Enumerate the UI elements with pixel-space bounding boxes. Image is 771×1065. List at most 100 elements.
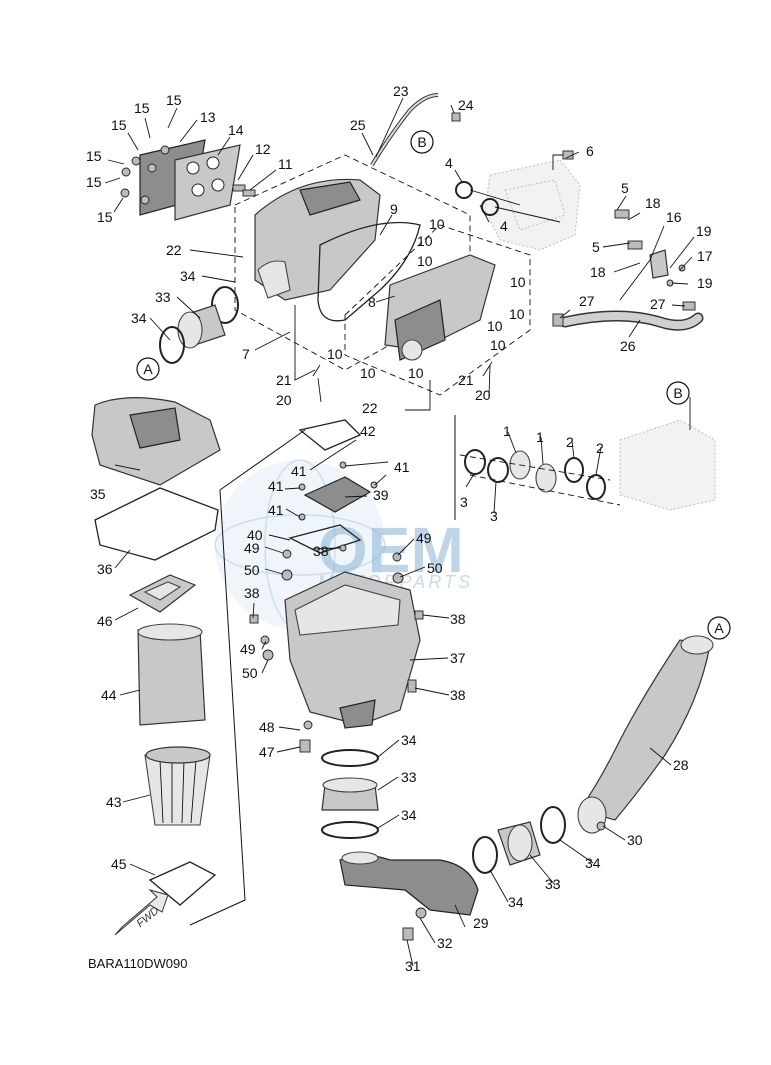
- gasket-40: [288, 524, 362, 554]
- callout-34-d: 34: [401, 807, 417, 823]
- callout-38-a: 38: [313, 543, 329, 559]
- pad-46: [128, 574, 197, 613]
- callout-18-b: 18: [590, 264, 606, 280]
- cage-43: [144, 746, 211, 826]
- lid-39: [303, 476, 372, 513]
- callout-18-a: 18: [645, 195, 661, 211]
- callout-10-a: 10: [429, 216, 445, 232]
- callout-13: 13: [200, 109, 216, 125]
- callout-4-b: 4: [500, 218, 508, 234]
- callout-10-f: 10: [487, 318, 503, 334]
- callout-27-b: 27: [650, 296, 666, 312]
- callout-15-e: 15: [86, 174, 102, 190]
- callout-37: 37: [450, 650, 466, 666]
- filter-44: [137, 623, 206, 726]
- callout-28: 28: [673, 757, 689, 773]
- fwd-arrow: FWD: [114, 889, 169, 936]
- svg-text:A: A: [714, 620, 724, 636]
- svg-text:B: B: [417, 134, 426, 150]
- callout-34-a: 34: [180, 268, 196, 284]
- callout-34-b: 34: [131, 310, 147, 326]
- callout-35: 35: [90, 486, 106, 502]
- pipe-23: [370, 93, 461, 167]
- callout-4-a: 4: [445, 155, 453, 171]
- engine-ghost-b: [619, 397, 716, 511]
- ref-a-lower: A: [707, 616, 731, 640]
- duct-29: [339, 851, 479, 916]
- callout-43: 43: [106, 794, 122, 810]
- callout-15-f: 15: [97, 209, 113, 225]
- callout-25: 25: [350, 117, 366, 133]
- callout-22-b: 22: [362, 400, 378, 416]
- diagram-code: BARA110DW090: [88, 956, 187, 971]
- callout-20-b: 20: [475, 387, 491, 403]
- callout-45: 45: [111, 856, 127, 872]
- callout-15-c: 15: [111, 117, 127, 133]
- bottom-bolts: [402, 907, 427, 941]
- callout-33-c: 33: [545, 876, 561, 892]
- callout-49-a: 49: [244, 540, 260, 556]
- ref-a-upper: A: [136, 357, 160, 381]
- callout-20-a: 20: [276, 392, 292, 408]
- callout-5-b: 5: [592, 239, 600, 255]
- callout-26: 26: [620, 338, 636, 354]
- callout-10-b: 10: [417, 233, 433, 249]
- callout-33-b: 33: [401, 769, 417, 785]
- callout-15-a: 15: [166, 92, 182, 108]
- callout-21-b: 21: [458, 372, 474, 388]
- callout-8: 8: [368, 294, 376, 310]
- callout-3-b: 3: [490, 508, 498, 524]
- callout-10-g: 10: [490, 337, 506, 353]
- callout-39: 39: [373, 487, 389, 503]
- engine-ghost-top: [484, 159, 581, 251]
- callout-24: 24: [458, 97, 474, 113]
- callout-41-c: 41: [268, 478, 284, 494]
- callout-23: 23: [393, 83, 409, 99]
- callout-34-c: 34: [401, 732, 417, 748]
- intake-gasket-9: [317, 221, 421, 322]
- callout-10-e: 10: [509, 306, 525, 322]
- bolts-center: [249, 461, 424, 753]
- callout-16: 16: [666, 209, 682, 225]
- callout-21-a: 21: [276, 372, 292, 388]
- callout-47: 47: [259, 744, 275, 760]
- callout-22-a: 22: [166, 242, 182, 258]
- callout-10-j: 10: [408, 365, 424, 381]
- callout-41-d: 41: [268, 502, 284, 518]
- ref-b-lower: B: [666, 381, 690, 405]
- plate-assembly: [120, 139, 256, 221]
- callout-1-b: 1: [536, 429, 544, 445]
- svg-text:B: B: [673, 385, 682, 401]
- callout-12: 12: [255, 141, 271, 157]
- callout-2-a: 2: [566, 434, 574, 450]
- lower-right-rings: [472, 806, 606, 874]
- svg-text:A: A: [143, 361, 153, 377]
- coupling-upper: [159, 286, 239, 364]
- callout-38-c: 38: [450, 611, 466, 627]
- callout-50-c: 50: [242, 665, 258, 681]
- ring-set: [454, 415, 621, 520]
- callout-50-a: 50: [244, 562, 260, 578]
- callout-38-b: 38: [244, 585, 260, 601]
- callout-15-d: 15: [86, 148, 102, 164]
- callout-2-b: 2: [596, 440, 604, 456]
- lower-couplings: [321, 749, 379, 839]
- callout-29: 29: [473, 915, 489, 931]
- gasket-42: [298, 419, 362, 451]
- callout-15-b: 15: [134, 100, 150, 116]
- callout-1-a: 1: [503, 423, 511, 439]
- callout-5-a: 5: [621, 180, 629, 196]
- intake-box-upper: [234, 154, 471, 371]
- callout-32: 32: [437, 935, 453, 951]
- ref-b-upper: B: [410, 130, 434, 154]
- callout-9: 9: [390, 201, 398, 217]
- callout-31: 31: [405, 958, 421, 974]
- callout-41-b: 41: [394, 459, 410, 475]
- callout-10-i: 10: [360, 365, 376, 381]
- callout-11: 11: [278, 156, 293, 172]
- callout-30: 30: [627, 832, 643, 848]
- callout-10-h: 10: [327, 346, 343, 362]
- callout-19-a: 19: [696, 223, 712, 239]
- callout-17: 17: [697, 248, 713, 264]
